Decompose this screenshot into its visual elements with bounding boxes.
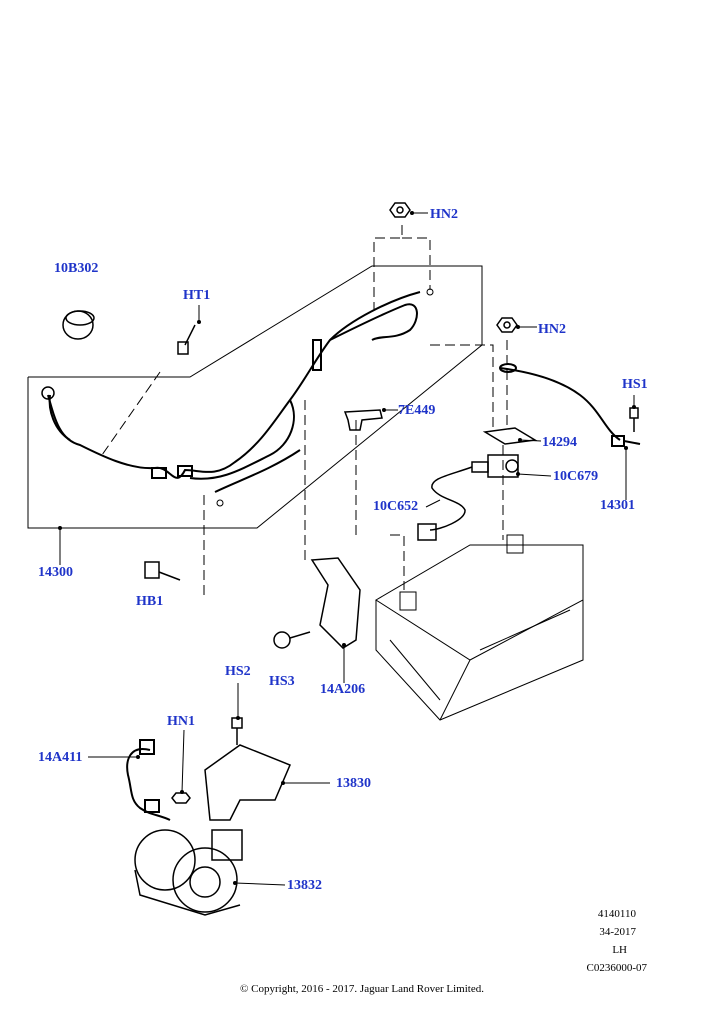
label-14300[interactable]: 14300 (38, 565, 73, 580)
label-14A411[interactable]: 14A411 (38, 750, 83, 765)
sensor-lead-10C652[interactable] (417, 466, 473, 541)
label-HB1[interactable]: HB1 (136, 594, 164, 609)
bolt-HB1[interactable] (144, 561, 181, 581)
label-10B302[interactable]: 10B302 (54, 261, 99, 276)
bracket-7E449[interactable] (343, 409, 383, 431)
label-HN2-right[interactable]: HN2 (538, 322, 566, 337)
harness-group-frame (27, 265, 483, 529)
stud-HS2[interactable] (231, 717, 243, 745)
horn-harness-14A411[interactable] (126, 739, 171, 821)
bolt-HS3[interactable] (273, 631, 311, 649)
bracket-14A206[interactable] (310, 557, 361, 649)
stud-HS1[interactable] (629, 407, 639, 432)
label-HT1[interactable]: HT1 (183, 288, 211, 303)
terminal-10C679[interactable] (471, 454, 519, 478)
diagram-code: 4140110 (597, 908, 636, 920)
diagram-ref: C0236000-07 (586, 962, 648, 974)
nut-HN1[interactable] (171, 792, 191, 804)
label-leaders (59, 212, 635, 886)
label-7E449[interactable]: 7E449 (398, 403, 436, 418)
label-14301[interactable]: 14301 (600, 498, 635, 513)
diagram-date: 34-2017 (599, 926, 636, 938)
label-HS3[interactable]: HS3 (269, 674, 295, 689)
label-13832[interactable]: 13832 (287, 878, 322, 893)
bracket-14294[interactable] (482, 427, 538, 445)
label-14294[interactable]: 14294 (542, 435, 577, 450)
label-HN1[interactable]: HN1 (167, 714, 195, 729)
battery (375, 534, 584, 721)
cap-10B302[interactable] (62, 310, 95, 340)
label-HN2-top[interactable]: HN2 (430, 207, 458, 222)
diagram-side: LH (612, 944, 627, 956)
wiring-harness-14300[interactable] (41, 288, 434, 507)
label-HS2[interactable]: HS2 (225, 664, 251, 679)
dashed-leader-lines (101, 225, 508, 598)
copyright-notice: © Copyright, 2016 - 2017. Jaguar Land Ro… (240, 983, 484, 995)
label-10C679[interactable]: 10C679 (553, 469, 599, 484)
bracket-13830[interactable] (204, 744, 291, 821)
leader-dots (58, 211, 636, 885)
label-HS1[interactable]: HS1 (622, 377, 648, 392)
label-14A206[interactable]: 14A206 (320, 682, 366, 697)
battery-cable-14301[interactable] (499, 363, 641, 447)
nut-HN2-top[interactable] (389, 202, 411, 218)
label-10C652[interactable]: 10C652 (373, 499, 419, 514)
fastener-HT1[interactable] (177, 324, 196, 355)
nut-HN2-right[interactable] (496, 317, 518, 333)
horns-13832[interactable] (134, 829, 243, 916)
label-13830[interactable]: 13830 (336, 776, 371, 791)
